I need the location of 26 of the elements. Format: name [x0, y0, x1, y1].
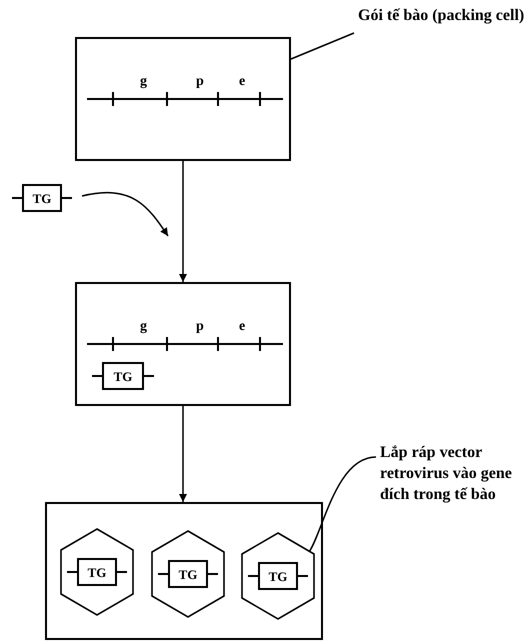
leader-line: [290, 32, 354, 60]
gene-label: g: [140, 75, 147, 89]
transgene-label: TG: [88, 566, 106, 578]
gene-label: e: [239, 320, 246, 334]
gene-label: g: [140, 320, 147, 334]
arrow: [179, 161, 187, 282]
transgene-label: TG: [178, 568, 198, 580]
gene-label: e: [239, 75, 246, 89]
packing-cell-box: [75, 37, 291, 161]
leader-line: [308, 456, 376, 552]
gene-label: p: [196, 320, 204, 334]
packing-cell-box: [75, 282, 291, 406]
callout-label: Lắp ráp vector retrovirus vào gene đích trong tế bào: [380, 443, 513, 505]
transgene-box: [168, 560, 208, 588]
arrow: [179, 406, 187, 502]
cell-box: [45, 502, 323, 640]
transgene-label: TG: [268, 570, 288, 582]
transgene-box: [102, 362, 144, 390]
transgene-box: [77, 558, 117, 586]
transgene-label: TG: [114, 370, 132, 382]
gene-label: p: [196, 75, 204, 89]
transgene-box: [258, 562, 298, 590]
callout-label: Gói tế bào (packing cell): [358, 6, 526, 26]
transgene-box: [22, 184, 62, 212]
transgene-label: TG: [32, 192, 52, 204]
arrow: [82, 192, 169, 236]
